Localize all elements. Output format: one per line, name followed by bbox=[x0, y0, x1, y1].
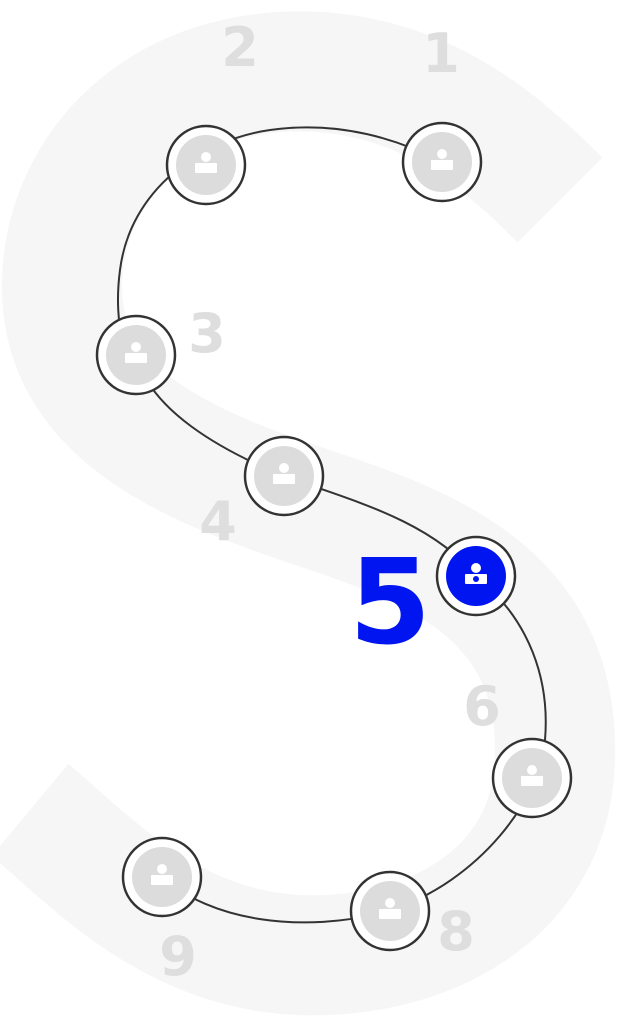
step-node-5[interactable] bbox=[435, 535, 517, 617]
step-number-4: 4 bbox=[199, 490, 237, 553]
step-node-3[interactable] bbox=[95, 314, 177, 396]
cash-in-hand-icon bbox=[379, 898, 401, 919]
step-number-1: 1 bbox=[422, 22, 460, 85]
handshake-icon bbox=[521, 765, 543, 786]
step-number-8: 8 bbox=[437, 900, 475, 963]
money-deposit-icon bbox=[431, 149, 453, 170]
scroll-document-icon bbox=[273, 463, 295, 484]
step-number-3: 3 bbox=[188, 302, 226, 365]
step-node-9[interactable] bbox=[121, 836, 203, 918]
step-node-1[interactable] bbox=[401, 121, 483, 203]
checklist-clipboard-icon bbox=[125, 342, 147, 363]
step-node-6[interactable] bbox=[491, 737, 573, 819]
presentation-chart-icon bbox=[195, 152, 217, 173]
step-node-8[interactable] bbox=[349, 870, 431, 952]
step-number-2: 2 bbox=[221, 16, 259, 79]
step-number-9: 9 bbox=[159, 925, 197, 988]
gear-check-icon bbox=[151, 864, 173, 885]
step-number-6: 6 bbox=[463, 675, 501, 738]
s-background-band bbox=[0, 11, 616, 1016]
step-number-5: 5 bbox=[349, 533, 431, 671]
money-process-icon bbox=[465, 563, 487, 584]
step-node-4[interactable] bbox=[243, 435, 325, 517]
step-node-2[interactable] bbox=[165, 124, 247, 206]
